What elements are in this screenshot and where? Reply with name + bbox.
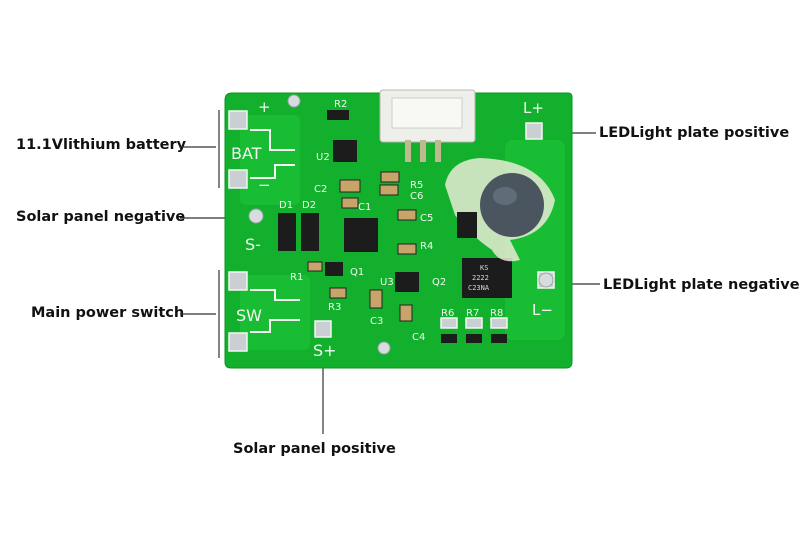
chip-marking-1: KS xyxy=(480,264,488,272)
silk-u2: U2 xyxy=(316,152,330,163)
r4-res xyxy=(397,243,417,255)
pad-sw-bottom xyxy=(228,332,248,352)
silk-s-plus: S+ xyxy=(313,341,337,360)
silk-bat-minus: − xyxy=(258,176,271,194)
pad-r6 xyxy=(440,317,458,329)
c3-cap xyxy=(369,289,383,309)
c2-cap xyxy=(339,179,361,193)
silk-traces xyxy=(250,129,300,333)
silk-c5: C5 xyxy=(420,213,433,224)
vias xyxy=(248,94,554,355)
d1-chip xyxy=(278,213,296,251)
hole-top xyxy=(287,94,301,108)
hole-s-minus xyxy=(248,208,264,224)
r7-resistor xyxy=(466,334,482,343)
silk-r6: R6 xyxy=(441,308,454,319)
u3-chip xyxy=(395,272,419,292)
chip-marking-2: 2222 xyxy=(472,274,489,282)
pad-bat-minus xyxy=(228,169,248,189)
pad-l-plus xyxy=(525,122,543,140)
silk-bat-plus: + xyxy=(258,98,271,116)
label-solar-positive: Solar panel positive xyxy=(233,441,396,457)
c1-cap xyxy=(341,197,359,209)
silk-c4: C4 xyxy=(412,332,425,343)
r2-resistor xyxy=(327,110,349,120)
silk-c6: C6 xyxy=(410,191,423,202)
pad-r8 xyxy=(490,317,508,329)
label-main-switch: Main power switch xyxy=(31,305,185,321)
pad-bat-plus xyxy=(228,110,248,130)
pad-s-plus xyxy=(314,320,332,338)
silk-d1: D1 xyxy=(279,200,293,211)
silk-c3: C3 xyxy=(370,316,383,327)
c5-cap xyxy=(397,209,417,221)
silk-l-plus: L+ xyxy=(523,99,544,117)
silk-c2: C2 xyxy=(314,184,327,195)
silk-r3: R3 xyxy=(328,302,341,313)
label-led-positive: LEDLight plate positive xyxy=(599,125,790,141)
ic-main xyxy=(344,218,378,252)
r5-res xyxy=(380,171,400,183)
silk-sw: SW xyxy=(236,306,262,325)
r8-resistor xyxy=(491,334,507,343)
components xyxy=(278,110,512,343)
label-solar-negative: Solar panel negative xyxy=(16,209,186,225)
silk-q2: Q2 xyxy=(432,277,446,288)
silk-r8: R8 xyxy=(490,308,503,319)
silk-c1: C1 xyxy=(358,202,371,213)
silk-r2: R2 xyxy=(334,99,347,110)
c6-cap xyxy=(379,184,399,196)
hole-bottom xyxy=(377,341,391,355)
q2-chip xyxy=(462,258,512,298)
silk-q1: Q1 xyxy=(350,267,364,278)
r3-res xyxy=(329,287,347,299)
silk-r1: R1 xyxy=(290,272,303,283)
q2-marking: KS 2222 C23NA xyxy=(468,264,490,292)
label-led-negative: LEDLight plate negative xyxy=(603,277,800,293)
silk-d2: D2 xyxy=(302,200,316,211)
silk-l-minus: L− xyxy=(532,301,553,319)
d2-chip xyxy=(301,213,319,251)
chip-marking-3: C23NA xyxy=(468,284,490,292)
silk-r7: R7 xyxy=(466,308,479,319)
r6-resistor xyxy=(441,334,457,343)
connector xyxy=(379,89,476,162)
silk-u3: U3 xyxy=(380,277,394,288)
q1-chip xyxy=(325,262,343,276)
pad-sw-top xyxy=(228,271,248,291)
silkscreen-text: + BAT − S- SW S+ L+ L− R2 U2 C2 C1 R5 C6… xyxy=(231,98,553,360)
silk-bat: BAT xyxy=(231,144,262,163)
silk-s-minus: S- xyxy=(245,235,261,254)
hole-l-minus xyxy=(538,272,554,288)
label-battery: 11.1Vlithium battery xyxy=(16,137,187,153)
r1-res xyxy=(307,261,323,272)
c4-cap xyxy=(399,304,413,322)
silk-r5: R5 xyxy=(410,180,423,191)
u2-chip xyxy=(333,140,357,162)
pad-r7 xyxy=(465,317,483,329)
capacitors xyxy=(307,171,417,322)
inductor xyxy=(445,158,555,262)
silk-r4: R4 xyxy=(420,241,433,252)
